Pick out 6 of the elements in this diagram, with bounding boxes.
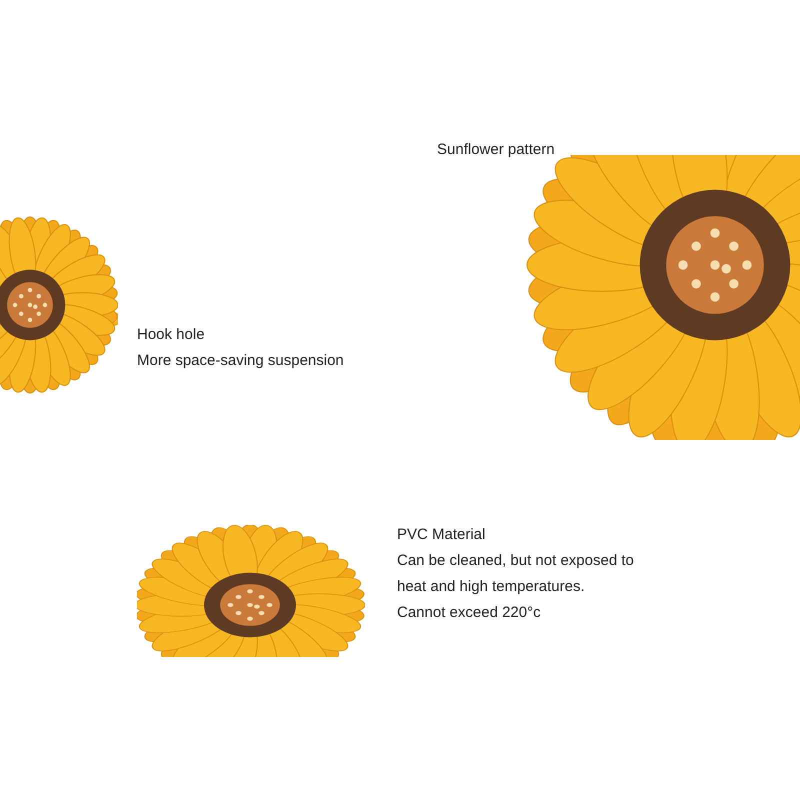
caption-heading: PVC Material: [397, 525, 486, 545]
caption-text: Sunflower pattern: [437, 140, 556, 160]
caption-heading: Hook hole: [137, 325, 206, 345]
caption-text: More space-saving suspension: [137, 351, 345, 371]
caption-text: Can be cleaned, but not exposed to heat and high temperatures.: [397, 551, 635, 597]
caption-text: Cannot exceed 220°c: [397, 603, 542, 623]
